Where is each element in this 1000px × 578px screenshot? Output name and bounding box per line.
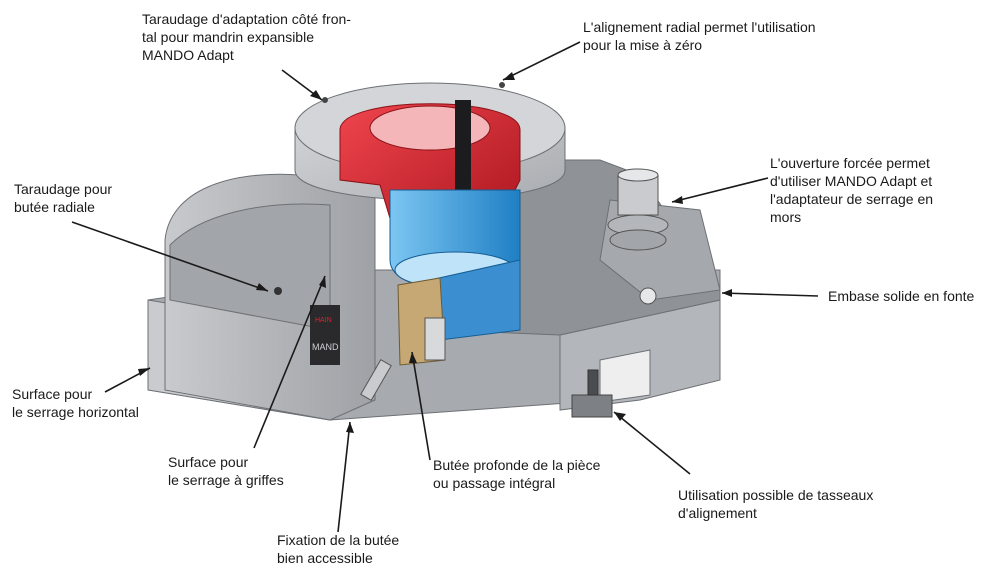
label-front-tapping: Taraudage d'adaptation côté fron- tal po… (142, 11, 351, 63)
forced-opening-screw (607, 168, 669, 305)
bronze-workpiece-stop (360, 277, 446, 402)
leader-base (721, 292, 819, 297)
leader-fixation (337, 421, 351, 533)
logo-brand: HAIN (315, 317, 332, 324)
label-claw-clamping: Surface pour le serrage à griffes (168, 454, 284, 488)
leader-radial-alignment (502, 41, 581, 81)
label-deep-stop: Butée profonde de la pièce ou passage in… (433, 457, 601, 491)
leader-deep-stop (411, 351, 431, 461)
label-cast-base: Embase solide en fonte (828, 288, 975, 304)
alignment-key (571, 369, 613, 418)
label-stop-fixation: Fixation de la butée bien accessible (277, 532, 400, 566)
leader-griffes (253, 275, 326, 449)
label-alignment-keys: Utilisation possible de tasseaux d'align… (678, 487, 874, 521)
leader-keys (613, 411, 691, 475)
label-horizontal-clamping: Surface pour le serrage horizontal (12, 386, 139, 420)
leader-forced-opening (671, 177, 769, 203)
leader-radial-stop (71, 221, 269, 292)
logo-text: MAND (312, 342, 339, 352)
blue-bore-sleeve (389, 189, 521, 341)
leader-lines (71, 41, 819, 533)
front-tapping-hole (322, 97, 328, 103)
label-forced-opening: L'ouverture forcée permet d'utiliser MAN… (770, 155, 934, 225)
chuck-body: HAIN MAND (164, 173, 376, 421)
radial-alignment-hole (499, 82, 505, 88)
arrow-heads (138, 72, 732, 433)
label-plate (310, 305, 340, 365)
radial-stop-tapping-hole (274, 287, 282, 295)
label-radial-stop-tapping: Taraudage pour butée radiale (14, 181, 113, 215)
label-radial-alignment: L'alignement radial permet l'utilisation… (583, 19, 816, 53)
